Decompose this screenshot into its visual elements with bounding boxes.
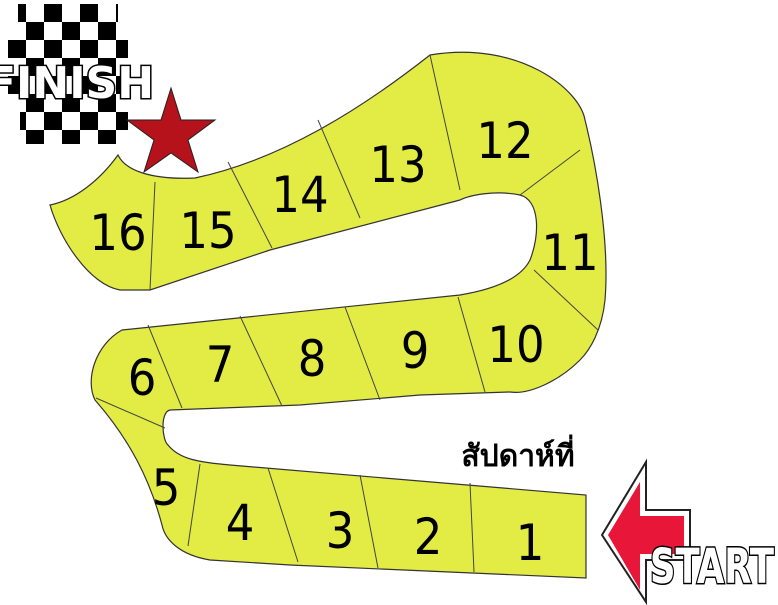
space-8: 8 (298, 330, 327, 388)
finish-label: FINISH (0, 58, 154, 109)
space-11: 11 (541, 224, 598, 282)
start-label: START (650, 539, 774, 595)
space-14: 14 (271, 166, 328, 224)
space-16: 16 (89, 204, 146, 262)
week-label: สัปดาห์ที่ (461, 434, 574, 474)
space-2: 2 (414, 508, 443, 566)
space-1: 1 (516, 514, 545, 572)
space-4: 4 (226, 494, 255, 552)
space-7: 7 (206, 336, 235, 394)
space-13: 13 (369, 136, 426, 194)
space-5: 5 (152, 459, 181, 517)
space-9: 9 (401, 322, 430, 380)
space-10: 10 (487, 316, 544, 374)
space-12: 12 (476, 112, 533, 170)
space-15: 15 (179, 202, 236, 260)
space-3: 3 (326, 502, 355, 560)
space-6: 6 (128, 349, 157, 407)
